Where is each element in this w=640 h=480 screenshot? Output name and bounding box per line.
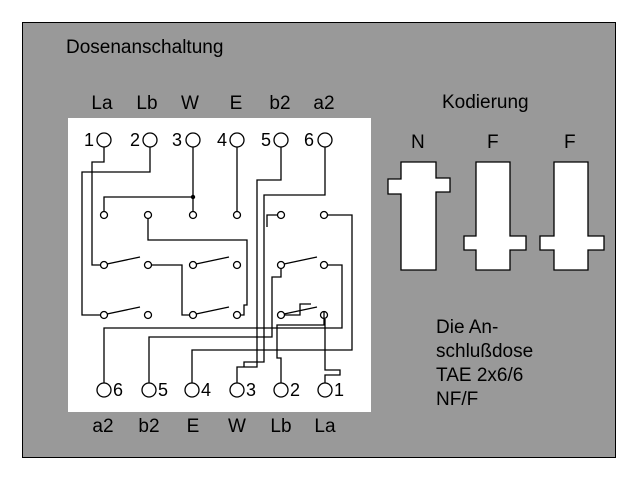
coding-shape-n (387, 161, 451, 271)
top-label-w: W (181, 93, 199, 114)
coding-shape-f1 (463, 161, 527, 271)
top-label-lb: Lb (136, 93, 158, 114)
bottom-terminal-4-label: 4 (201, 380, 212, 400)
top-terminal-4-label: 4 (217, 130, 228, 150)
bottom-terminal-6-circle (96, 382, 112, 398)
bottom-terminal-1-label: 1 (334, 380, 345, 400)
top-label-b2: b2 (269, 93, 291, 114)
bottom-label-b2: b2 (138, 416, 160, 437)
bottom-terminal-2-circle (273, 382, 289, 398)
bottom-label-la: La (314, 416, 336, 437)
coding-label-f2: F (564, 132, 576, 153)
top-label-e: E (229, 93, 243, 114)
bottom-terminal-4-circle (184, 382, 200, 398)
top-terminal-5-circle (273, 132, 289, 148)
diagram-title: Dosenanschaltung (66, 37, 224, 58)
coding-label-f1: F (487, 132, 499, 153)
bottom-label-e: E (186, 416, 200, 437)
bottom-terminal-2-label: 2 (290, 380, 301, 400)
bottom-terminal-5-circle (141, 382, 157, 398)
coding-title: Kodierung (442, 92, 529, 113)
bottom-terminal-5-label: 5 (158, 380, 169, 400)
note-line-3: TAE 2x6/6 (436, 365, 524, 386)
coding-label-n: N (411, 132, 425, 153)
top-terminal-1-label: 1 (84, 130, 95, 150)
top-label-la: La (91, 93, 113, 114)
top-terminal-3-circle (185, 132, 201, 148)
bottom-label-w: W (228, 416, 246, 437)
bottom-label-lb: Lb (270, 416, 292, 437)
bottom-terminal-3-circle (229, 382, 245, 398)
top-terminal-5-label: 5 (261, 130, 272, 150)
bottom-terminal-6-label: 6 (113, 380, 124, 400)
top-terminal-2-circle (142, 132, 158, 148)
top-label-a2: a2 (313, 93, 335, 114)
top-terminal-6-circle (317, 132, 333, 148)
top-terminal-2-label: 2 (130, 130, 141, 150)
top-terminal-3-label: 3 (172, 130, 183, 150)
note-line-1: Die An- (436, 317, 499, 338)
coding-shape-f2 (539, 161, 605, 271)
top-terminal-6-label: 6 (304, 130, 315, 150)
top-terminal-4-circle (229, 132, 245, 148)
note-line-4: NF/F (436, 389, 479, 410)
note-line-2: schlußdose (436, 341, 534, 362)
bottom-terminal-3-label: 3 (246, 380, 257, 400)
bottom-label-a2: a2 (92, 416, 114, 437)
bottom-terminal-1-circle (317, 382, 333, 398)
top-terminal-1-circle (96, 132, 112, 148)
